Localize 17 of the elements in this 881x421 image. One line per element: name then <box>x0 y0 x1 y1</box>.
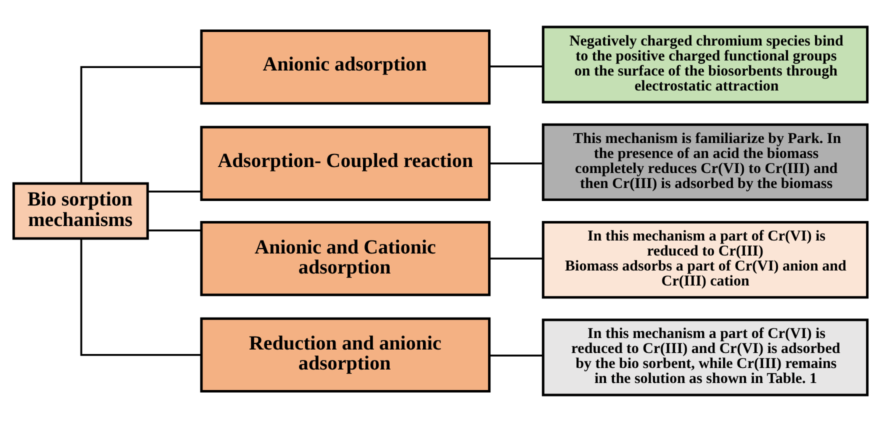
connector <box>80 238 202 356</box>
node-box: This mechanism is familiarize by Park. In the presence of an acid the biomass completely reduces Cr(VI) to Cr(III) and then Cr(III) is adsorbed by the biomass <box>542 122 869 200</box>
connector <box>490 162 543 164</box>
connector <box>490 65 543 67</box>
connector <box>148 190 202 192</box>
node-box: Anionic and Cationic adsorption <box>200 220 491 296</box>
node-box: In this mechanism a part of Cr(VI) is reduced to Cr(III) Biomass adsorbs a part of Cr(VI) anion and Cr(III) cation <box>542 220 869 298</box>
connector <box>490 354 543 356</box>
node-box: Bio sorption mechanisms <box>12 182 149 240</box>
node-box: Reduction and anionic adsorption <box>200 316 491 392</box>
node-box: In this mechanism a part of Cr(VI) is reduced to Cr(III) and Cr(VI) is adsorbed by the bio sorbent, while Cr(III) remains in the solution as shown in Table. 1 <box>542 318 869 396</box>
connector <box>490 257 543 259</box>
node-box: Negatively charged chromium species bind to the positive charged functional groups on the surface of the biosorbents through electrostatic attraction <box>542 25 869 103</box>
connector <box>148 228 202 231</box>
node-box: Anionic adsorption <box>200 29 491 104</box>
connector <box>80 66 202 183</box>
node-box: Adsorption- Coupled reaction <box>200 125 491 200</box>
